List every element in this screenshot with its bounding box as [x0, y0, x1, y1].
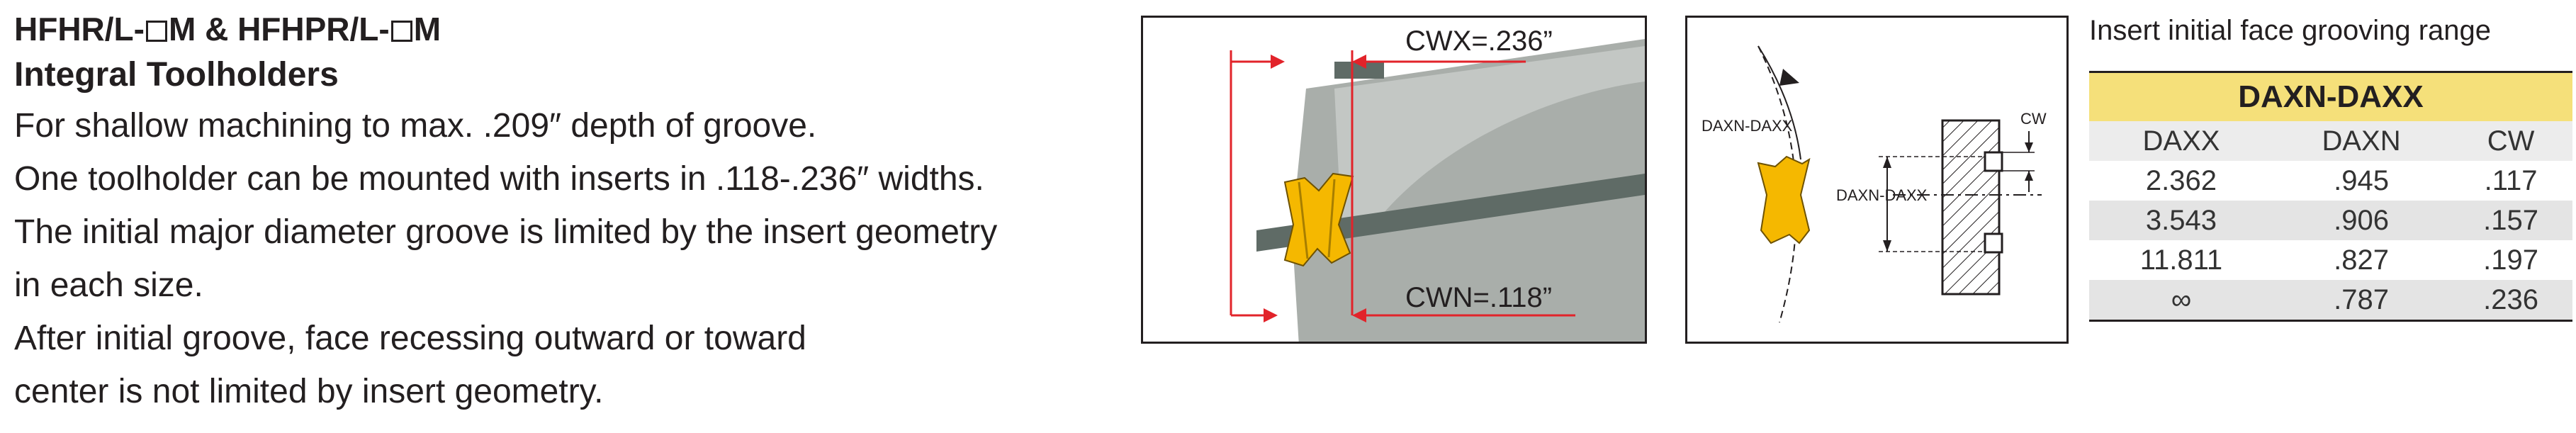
square-placeholder-icon: [390, 21, 412, 42]
table-cell: 2.362: [2089, 161, 2273, 201]
workpiece-section: [1941, 119, 2001, 296]
description-line: After initial groove, face recessing out…: [14, 320, 806, 357]
arrow-icon: [1352, 308, 1366, 322]
arrow-icon: [1779, 69, 1799, 86]
toolholder-shank: [1256, 174, 1645, 252]
description-block: HFHR/L- M & HFHPR/L- M Integral Toolholder…: [14, 7, 1148, 418]
groove-bottom: [1984, 232, 2003, 254]
table-row: 3.543 .906 .157: [2089, 201, 2572, 240]
toolholder-drawing: CWX=.236” CWN=.118”: [1230, 26, 1645, 342]
title-part-1: HFHR/L-: [14, 11, 145, 47]
insert-edge: [1298, 181, 1309, 259]
arrow-icon: [1264, 308, 1278, 322]
arrow-icon: [1883, 157, 1891, 168]
product-subtitle: Integral Toolholders: [14, 56, 339, 94]
table-cell: .157: [2449, 201, 2572, 240]
table-cell: .827: [2273, 240, 2450, 280]
toolholder-figure: CWX=.236” CWN=.118”: [1141, 16, 1647, 344]
description-line: For shallow machining to max. .209″ dept…: [14, 107, 817, 145]
arrow-icon: [2025, 171, 2033, 181]
column-header: DAXN: [2273, 121, 2450, 161]
table-cell: 3.543: [2089, 201, 2273, 240]
table-cell: .945: [2273, 161, 2450, 201]
description-line: One toolholder can be mounted with inser…: [14, 160, 984, 198]
table-cell: .906: [2273, 201, 2450, 240]
column-header: DAXX: [2089, 121, 2273, 161]
toolholder-highlight: [1334, 46, 1645, 230]
column-header: CW: [2449, 121, 2572, 161]
table-row: 11.811 .827 .197: [2089, 240, 2572, 280]
table-cell: 11.811: [2089, 240, 2273, 280]
table-cell: .117: [2449, 161, 2572, 201]
description-line: The initial major diameter groove is lim…: [14, 213, 998, 251]
table-cell: ∞: [2089, 280, 2273, 321]
face-grooving-figure: DAXN-DAXX DAXN-DAXX CW: [1685, 16, 2069, 344]
range-title: Insert initial face grooving range: [2089, 15, 2491, 46]
table-cell: .787: [2273, 280, 2450, 321]
insert-icon: [1283, 172, 1354, 267]
face-grooving-drawing: DAXN-DAXX DAXN-DAXX CW: [1702, 45, 2047, 323]
table-row: 2.362 .945 .117: [2089, 161, 2572, 201]
arrow-icon: [1271, 55, 1285, 69]
daxn-daxx-label-side: DAXN-DAXX: [1836, 186, 1928, 204]
grooving-range-panel: Insert initial face grooving range DAXN-…: [2089, 0, 2576, 433]
arrow-icon: [1883, 240, 1891, 252]
table-group-header: DAXN-DAXX: [2089, 72, 2572, 121]
cw-label: CW: [2020, 110, 2047, 128]
grooving-arc-solid: [1757, 45, 1801, 160]
table-row: ∞ .787 .236: [2089, 280, 2572, 321]
square-placeholder-icon: [145, 21, 167, 42]
grooving-range-table: DAXN-DAXX DAXX DAXN CW 2.362 .945 .117 3…: [2089, 71, 2572, 322]
description-line: center is not limited by insert geometry…: [14, 373, 604, 410]
table-cell: .236: [2449, 280, 2572, 321]
arrow-icon: [1352, 55, 1366, 69]
daxn-daxx-label-top: DAXN-DAXX: [1702, 117, 1793, 135]
description-line: in each size.: [14, 266, 203, 304]
product-title: HFHR/L- M & HFHPR/L- M: [14, 7, 1148, 51]
table-header-row: DAXX DAXN CW: [2089, 121, 2572, 161]
insert-edge: [1327, 179, 1336, 258]
cwn-label: CWN=.118”: [1405, 282, 1552, 313]
cwx-label: CWX=.236”: [1405, 26, 1553, 57]
title-part-3: M: [413, 11, 441, 47]
table-cell: .197: [2449, 240, 2572, 280]
arrow-icon: [2025, 142, 2033, 152]
insert-icon: [1757, 155, 1811, 244]
title-part-2: M & HFHPR/L-: [168, 11, 390, 47]
groove-top: [1984, 151, 2003, 172]
